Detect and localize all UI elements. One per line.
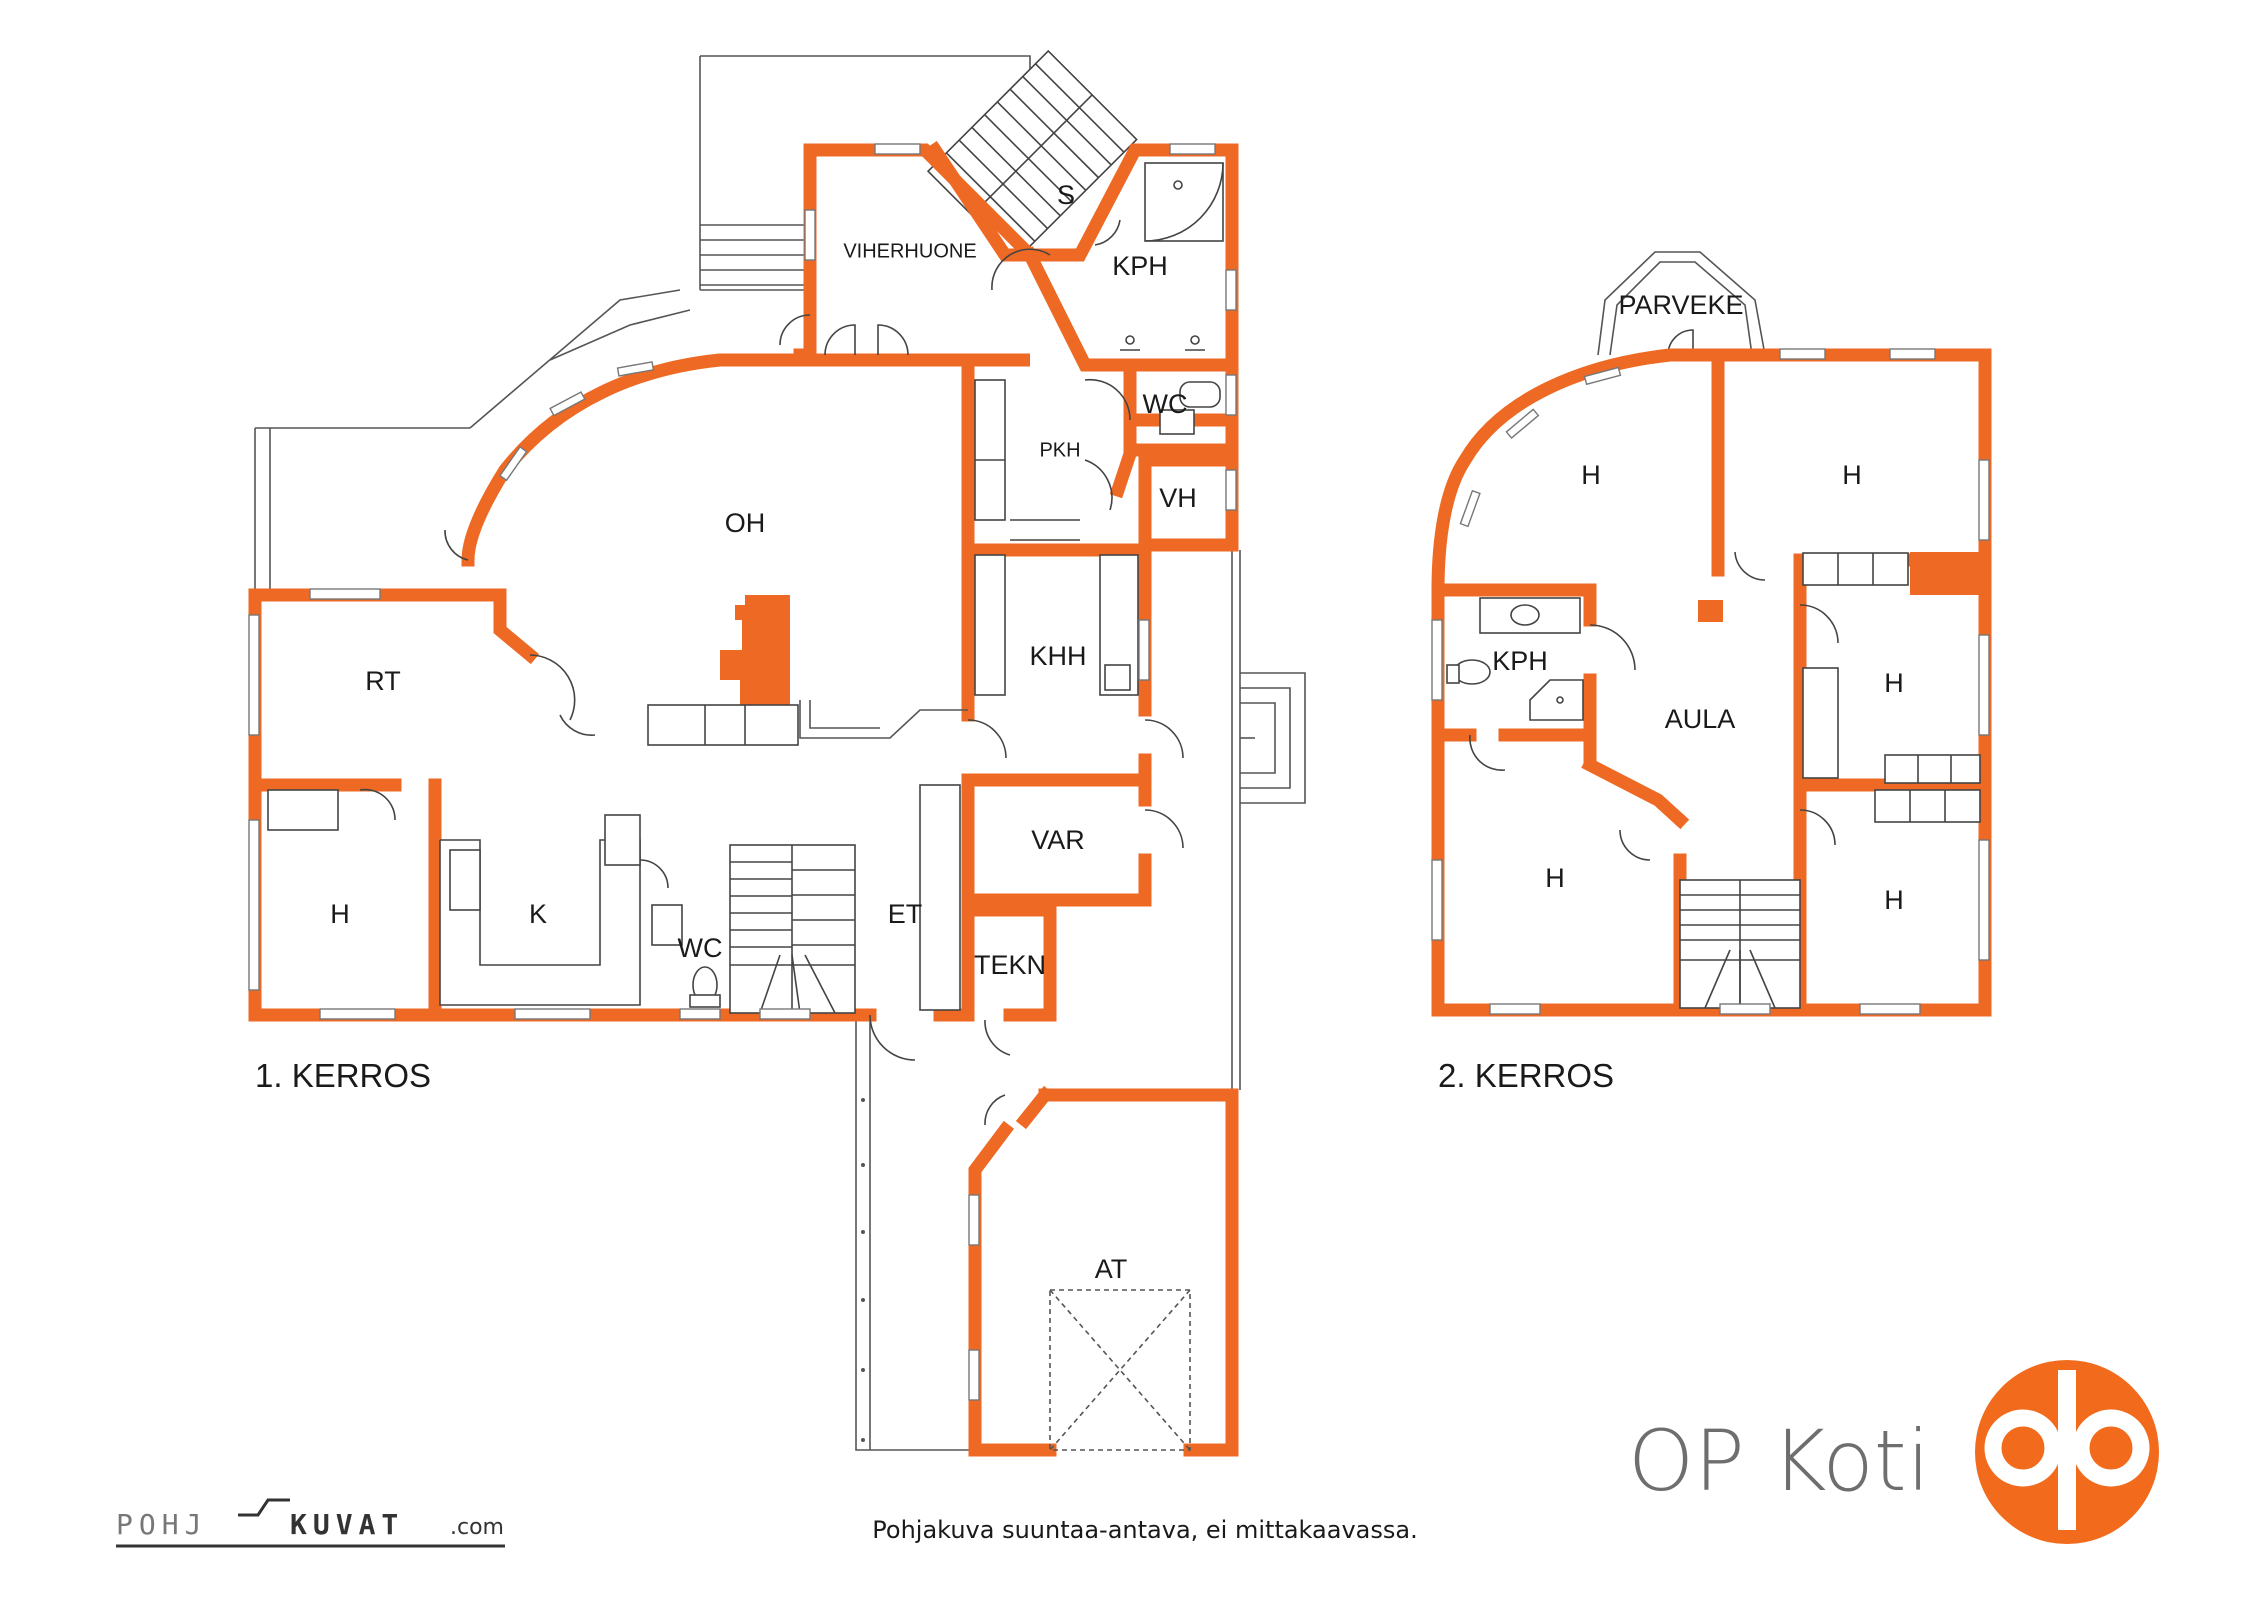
stair-lower [729, 844, 856, 1014]
room-label: VIHERHUONE [843, 240, 976, 262]
room-label: AT [1095, 1254, 1128, 1284]
room-label: VH [1159, 483, 1197, 513]
room-label: PARVEKE [1618, 290, 1743, 320]
floor-2-fixtures [1446, 552, 1981, 1009]
brand-name: OP Koti [1628, 1412, 1930, 1510]
credit-suffix: .com [450, 1515, 504, 1540]
room-label: H [1884, 885, 1904, 915]
floor-1-room-labels: VIHERHUONE S KPH WC PKH VH OH RT KHH H K… [330, 180, 1197, 1284]
room-label: WC [678, 933, 723, 963]
room-label: WC [1143, 389, 1188, 419]
floor-2-room-labels: PARVEKE H H KPH AULA H H H [1492, 290, 1904, 915]
room-label: H [1545, 863, 1565, 893]
room-label: H [1842, 460, 1862, 490]
disclaimer-note: Pohjakuva suuntaa-antava, ei mittakaavas… [872, 1516, 1417, 1544]
room-label: KHH [1029, 641, 1086, 671]
floor-2-doors [1469, 551, 1839, 861]
floor-1-doors [359, 219, 1184, 1126]
credit-right: KUVAT [290, 1508, 404, 1541]
stair-upper [1679, 879, 1801, 1009]
terrace-outlines [254, 55, 1306, 1451]
floor-1-walls [248, 140, 1239, 1457]
room-label: H [330, 899, 350, 929]
floor-2-label: 2. KERROS [1438, 1057, 1614, 1094]
room-label: K [529, 899, 547, 929]
room-label: VAR [1031, 825, 1085, 855]
room-label: AULA [1665, 704, 1736, 734]
floor-1-label: 1. KERROS [255, 1057, 431, 1094]
room-label: KPH [1492, 646, 1548, 676]
room-label: H [1581, 460, 1601, 490]
room-label: OH [725, 508, 766, 538]
room-label: RT [365, 666, 401, 696]
room-label: TEKN [974, 950, 1046, 980]
stair-s [926, 49, 1138, 261]
room-label: KPH [1112, 251, 1168, 281]
room-label: S [1057, 180, 1075, 210]
room-label: ET [888, 899, 923, 929]
room-label: H [1884, 668, 1904, 698]
pohjakuvat-logo: POHJ KUVAT .com [116, 1498, 505, 1548]
windows [248, 143, 1990, 1401]
room-label: PKH [1039, 439, 1080, 461]
credit-left: POHJ [116, 1508, 207, 1541]
op-logo-icon [1975, 1360, 2159, 1544]
